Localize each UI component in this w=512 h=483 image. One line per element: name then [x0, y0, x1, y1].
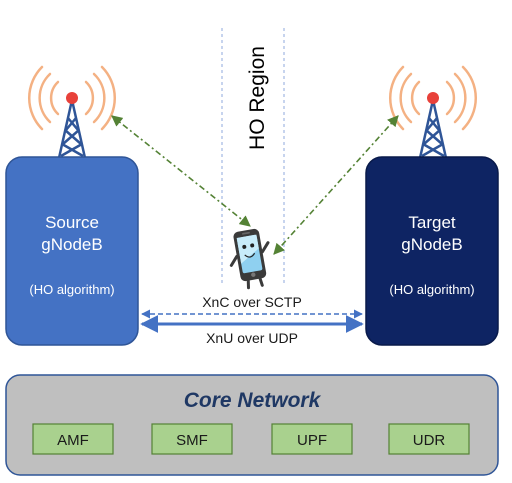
cell-tower-icon [28, 65, 116, 159]
source-gnodeb-title: Source [45, 213, 99, 232]
nf-amf-label: AMF [57, 432, 89, 449]
nf-amf-box [32, 423, 114, 455]
cell-tower-icon [389, 65, 477, 159]
source-gnodeb-subtitle: gNodeB [41, 235, 102, 254]
core-network-title: Core Network [184, 389, 322, 412]
source-gnodeb: Source gNodeB (HO algorithm) [5, 156, 139, 346]
ho-region-label: HO Region [246, 46, 269, 150]
target-gnodeb: Target gNodeB (HO algorithm) [365, 156, 499, 346]
target-ho-algorithm: (HO algorithm) [389, 282, 474, 297]
target-gnodeb-box [365, 156, 499, 346]
core-network-box [5, 374, 499, 476]
nf-smf-label: SMF [176, 432, 208, 449]
xn-links: XnC over SCTP XnU over UDP [140, 294, 364, 346]
nf-smf-box [151, 423, 233, 455]
core-network: Core Network AMF SMF UPF UDR [5, 374, 499, 476]
radio-link-source [111, 115, 251, 227]
xnu-label: XnU over UDP [206, 330, 298, 346]
nf-udr-label: UDR [413, 432, 446, 449]
nf-udr-box [388, 423, 470, 455]
smartphone-icon [229, 228, 270, 290]
target-gnodeb-subtitle: gNodeB [401, 235, 462, 254]
nf-upf-label: UPF [297, 432, 327, 449]
target-gnodeb-title: Target [408, 213, 456, 232]
source-gnodeb-box [5, 156, 139, 346]
radio-link-target [273, 115, 399, 255]
xnc-label: XnC over SCTP [202, 294, 302, 310]
source-ho-algorithm: (HO algorithm) [29, 282, 114, 297]
nf-upf-box [271, 423, 353, 455]
